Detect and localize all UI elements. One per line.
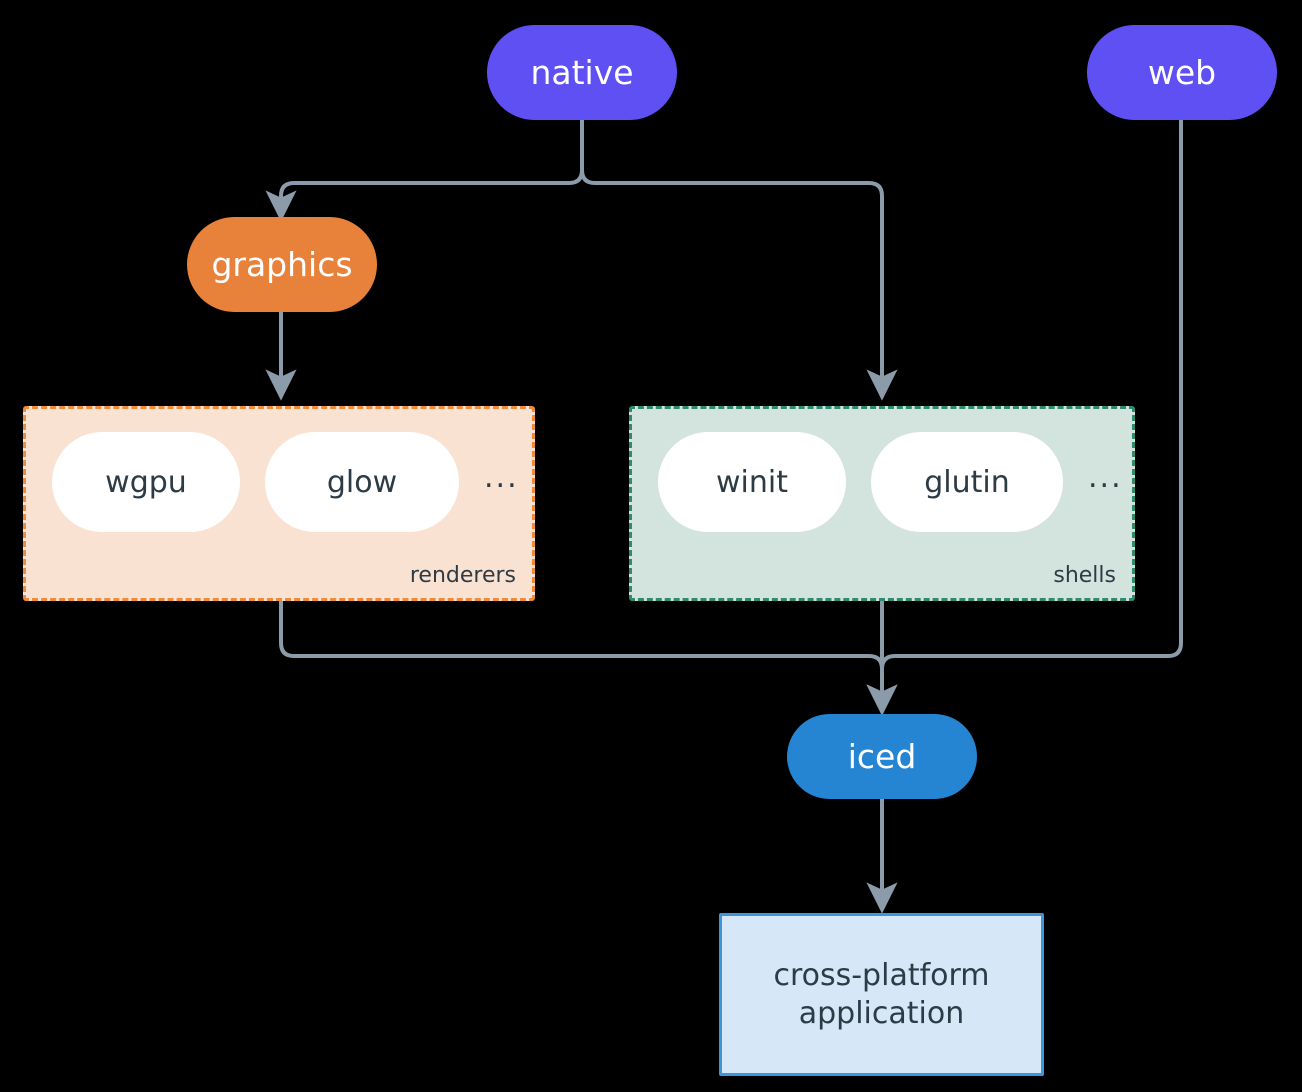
renderers-ellipsis: ... xyxy=(484,459,519,495)
node-web-label: web xyxy=(1147,52,1217,92)
application-label-line2: application xyxy=(798,995,965,1031)
group-renderers-items: wgpu glow ... xyxy=(52,432,519,532)
group-shells-items: winit glutin ... xyxy=(658,432,1123,532)
group-renderers-label: renderers xyxy=(409,563,516,588)
node-iced[interactable]: iced xyxy=(787,714,977,799)
item-glow-label: glow xyxy=(326,464,398,500)
group-shells: winit glutin ... shells xyxy=(629,406,1135,601)
group-shells-label: shells xyxy=(1053,563,1116,588)
group-renderers: wgpu glow ... renderers xyxy=(23,406,535,601)
edge-native-to-shells xyxy=(580,120,898,401)
node-native-label: native xyxy=(530,52,634,92)
edge-native-to-graphics xyxy=(265,120,584,222)
node-iced-label: iced xyxy=(847,736,917,776)
item-wgpu-label: wgpu xyxy=(105,464,187,500)
node-graphics-label: graphics xyxy=(211,244,353,284)
node-web[interactable]: web xyxy=(1087,25,1277,120)
shells-ellipsis: ... xyxy=(1088,459,1123,495)
item-winit-label: winit xyxy=(716,464,788,500)
item-glow[interactable]: glow xyxy=(265,432,459,532)
node-graphics[interactable]: graphics xyxy=(187,217,377,312)
edge-renderers-to-iced xyxy=(279,601,898,716)
item-wgpu[interactable]: wgpu xyxy=(52,432,240,532)
item-winit[interactable]: winit xyxy=(658,432,846,532)
application-label-line1: cross-platform xyxy=(773,958,990,993)
item-glutin-label: glutin xyxy=(924,464,1010,500)
node-native[interactable]: native xyxy=(487,25,677,120)
node-cross-platform-application[interactable]: cross-platform application xyxy=(719,913,1044,1076)
item-glutin[interactable]: glutin xyxy=(871,432,1063,532)
